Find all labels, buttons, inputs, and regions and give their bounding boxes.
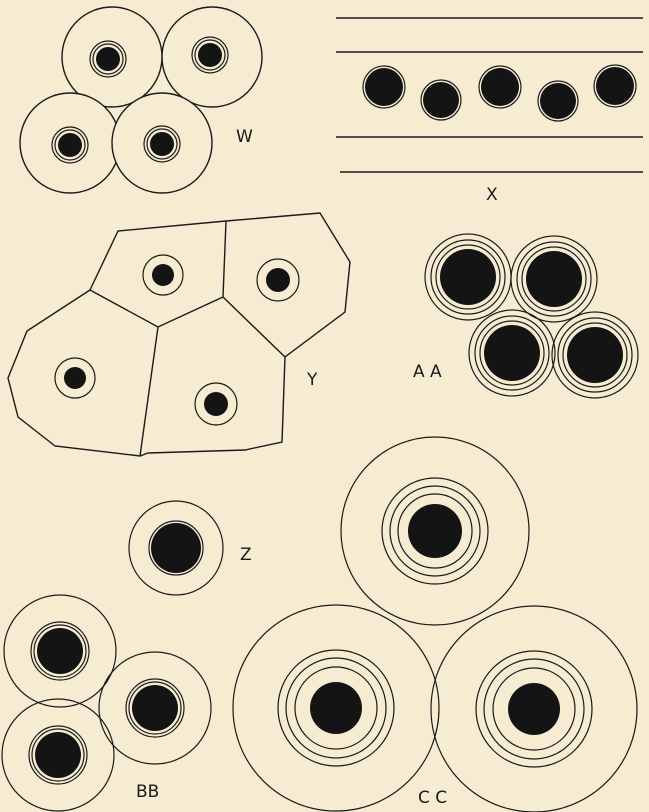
x-nucleus-4 <box>538 81 578 121</box>
figure-aa: A A <box>413 234 638 398</box>
aa-cell-1 <box>425 234 511 320</box>
aa-cell-3 <box>469 310 555 396</box>
figure-w: W <box>20 7 262 193</box>
bb-cell-2 <box>99 652 211 764</box>
y-nucleus-3 <box>55 358 95 398</box>
figure-y: Y <box>8 213 350 456</box>
label-x: X <box>486 185 498 205</box>
label-cc: C C <box>418 788 447 808</box>
figure-z: Z <box>129 501 252 595</box>
label-y: Y <box>306 370 318 390</box>
y-nucleus-1 <box>143 255 183 295</box>
figure-cc: C C <box>233 437 637 812</box>
x-nucleus-1 <box>363 66 405 108</box>
y-outline <box>8 213 350 456</box>
bb-cell-3 <box>2 699 114 811</box>
aa-cell-2 <box>511 236 597 322</box>
x-nucleus-5 <box>594 65 636 107</box>
x-nucleus-3 <box>479 66 521 108</box>
label-z: Z <box>240 545 252 565</box>
bb-cell-1 <box>4 595 116 707</box>
label-aa: A A <box>413 362 442 382</box>
y-wall-2 <box>90 290 223 327</box>
figure-bb: BB <box>2 595 211 811</box>
y-nucleus-4 <box>195 383 237 425</box>
label-bb: BB <box>136 782 159 802</box>
aa-cell-4 <box>552 312 638 398</box>
cc-cell-right <box>431 606 637 812</box>
z-nucleus <box>151 523 201 573</box>
y-wall-3 <box>140 327 158 456</box>
cc-cell-top <box>341 437 529 625</box>
figure-x: X <box>336 18 643 205</box>
cc-cell-left <box>233 605 439 811</box>
label-w: W <box>236 127 253 147</box>
y-nucleus-2 <box>257 259 299 301</box>
x-nucleus-2 <box>421 80 461 120</box>
